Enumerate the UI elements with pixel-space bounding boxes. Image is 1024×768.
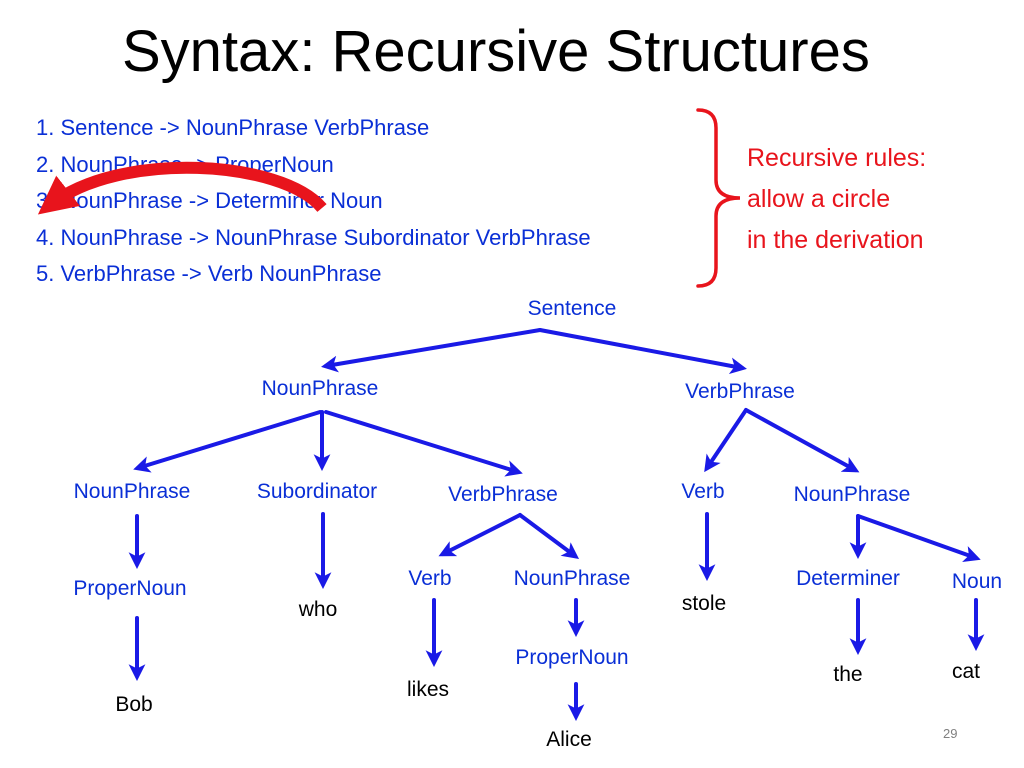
arrow-sentence-to-verbphrase [538,328,747,375]
rule-3: 3. NounPhrase -> Determiner Noun [36,188,383,213]
note-line-1: Recursive rules: [747,144,927,172]
brace-icon [696,108,741,288]
arrow-verbphrase-to-nounphrase [744,408,860,473]
arrow-verbphrase-to-verb-mid [438,513,522,557]
arrow-sentence-to-nounphrase [321,328,542,373]
recursive-rules-note: Recursive rules: allow a circle in the d… [747,138,926,261]
word-bob: Bob [115,693,152,716]
node-verbphrase-mid: VerbPhrase [448,483,558,506]
arrow-nounphrase-to-nounphrase [133,410,322,473]
node-determiner: Determiner [796,567,900,590]
node-verb-right: Verb [681,480,724,503]
word-alice: Alice [546,728,592,751]
arrow-verbphrase-to-nounphrase-mid [518,513,580,560]
word-who: who [298,598,338,621]
node-nounphrase-mid: NounPhrase [514,567,631,590]
word-likes: likes [407,678,449,701]
arrow-nounphrase-to-noun [856,514,981,562]
node-nounphrase-top: NounPhrase [262,377,379,400]
arrow-verbphrase-to-verb [704,408,748,473]
rule-4: 4. NounPhrase -> NounPhrase Subordinator… [36,224,591,250]
recursion-arrow-icon [37,161,327,215]
node-propernoun-alice: ProperNoun [515,646,628,669]
page-number: 29 [943,726,958,741]
node-propernoun-bob: ProperNoun [73,577,186,600]
node-nounphrase-left: NounPhrase [74,480,191,503]
node-verbphrase-top: VerbPhrase [685,380,795,403]
note-line-3: in the derivation [747,226,924,254]
note-line-2: allow a circle [747,185,891,213]
node-verb-mid: Verb [408,567,451,590]
grammar-rules: 1. Sentence -> NounPhrase VerbPhrase 2. … [36,110,591,293]
word-the: the [833,663,862,686]
word-stole: stole [682,592,726,615]
word-cat: cat [952,660,980,683]
rule-1: 1. Sentence -> NounPhrase VerbPhrase [36,115,430,140]
node-nounphrase-right: NounPhrase [794,483,911,506]
arrow-nounphrase-to-verbphrase [324,410,523,477]
node-subordinator: Subordinator [257,480,377,503]
node-sentence: Sentence [528,297,617,320]
slide-title: Syntax: Recursive Structures [122,19,870,84]
rule-5: 5. VerbPhrase -> Verb NounPhrase [36,261,382,286]
node-noun: Noun [952,570,1002,593]
